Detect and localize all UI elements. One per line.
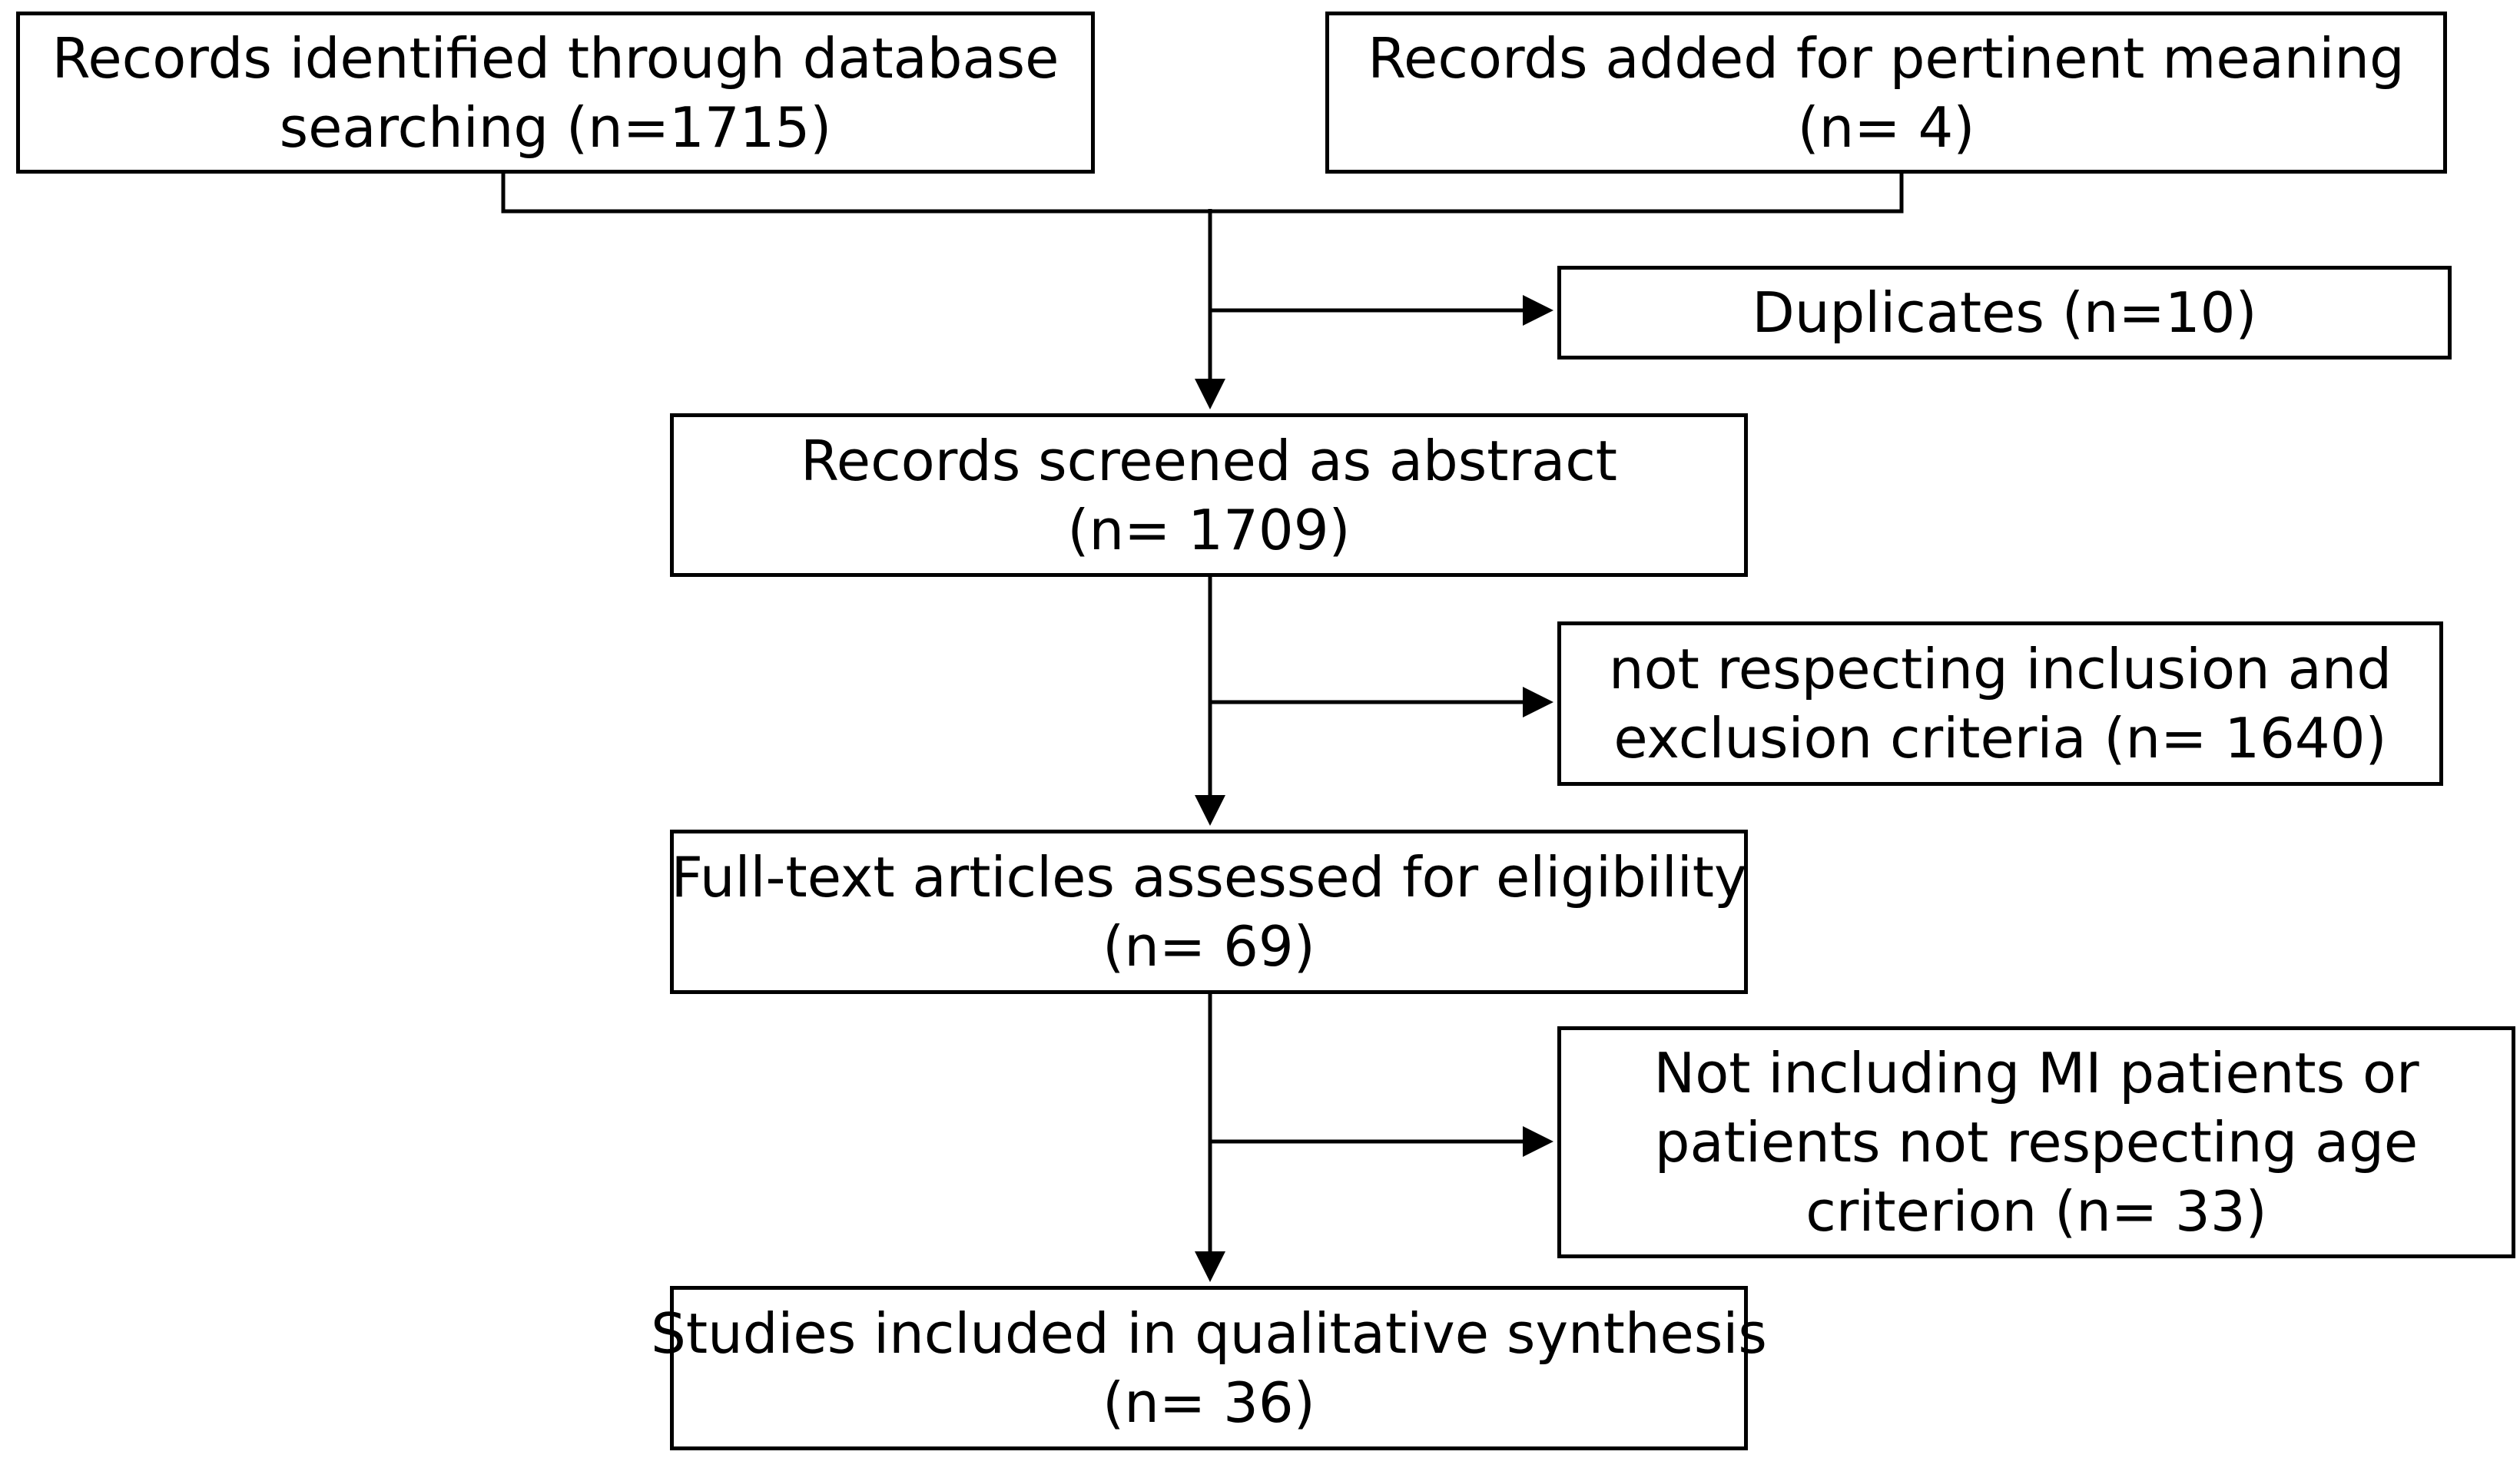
excluded-criteria-line1: not respecting inclusion and: [1608, 637, 2392, 701]
excluded-criteria-box: not respecting inclusion and exclusion c…: [1557, 621, 2443, 786]
full-text-line2: (n= 69): [1102, 914, 1315, 979]
records-screened-line1: Records screened as abstract: [800, 428, 1618, 493]
records-identified-box: Records identified through database sear…: [16, 12, 1095, 174]
excluded-population-line2: patients not respecting age: [1654, 1110, 2419, 1175]
records-added-line1: Records added for pertinent meaning: [1368, 25, 2405, 91]
excluded-population-line1: Not including MI patients or: [1653, 1041, 2419, 1105]
duplicates-line1: Duplicates (n=10): [1752, 280, 2257, 345]
merge-bracket: [501, 174, 1904, 214]
records-identified-line1: Records identified through database: [51, 25, 1059, 91]
studies-included-box: Studies included in qualitative synthesi…: [651, 1286, 1767, 1450]
excluded-criteria-line2: exclusion criteria (n= 1640): [1613, 706, 2387, 770]
records-identified-line2: searching (n=1715): [279, 94, 832, 160]
records-added-line2: (n= 4): [1797, 94, 1975, 160]
records-added-box: Records added for pertinent meaning (n= …: [1325, 12, 2447, 174]
records-screened-line2: (n= 1709): [1067, 497, 1351, 562]
studies-included-line1: Studies included in qualitative synthesi…: [651, 1301, 1767, 1366]
full-text-line1: Full-text articles assessed for eligibil…: [671, 845, 1747, 910]
excluded-population-box: Not including MI patients or patients no…: [1557, 1026, 2515, 1258]
records-screened-box: Records screened as abstract (n= 1709): [670, 413, 1748, 577]
duplicates-box: Duplicates (n=10): [1557, 266, 2452, 360]
excluded-population-line3: criterion (n= 33): [1805, 1179, 2267, 1244]
full-text-box: Full-text articles assessed for eligibil…: [670, 830, 1748, 994]
studies-included-line2: (n= 36): [1102, 1370, 1315, 1435]
